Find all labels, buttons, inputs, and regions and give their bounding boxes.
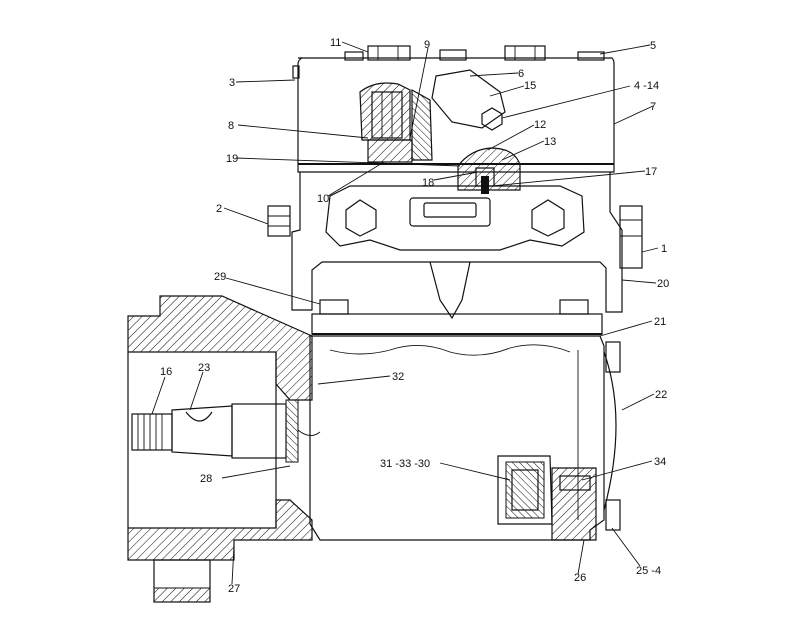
label-20: 20 [657,278,669,290]
label-16: 16 [160,366,172,378]
label-19: 19 [226,153,238,165]
label-3: 3 [229,77,235,89]
label-8: 8 [228,120,234,132]
label-6: 6 [518,68,524,80]
front-housing [127,295,313,603]
crankshaft-end [131,399,321,463]
label-1: 1 [661,243,667,255]
label-2: 2 [216,203,222,215]
label-31-33-30: 31 -33 -30 [380,458,430,470]
label-25-4: 25 -4 [636,565,661,577]
label-26: 26 [574,572,586,584]
label-9: 9 [424,39,430,51]
label-27: 27 [228,583,240,595]
label-28: 28 [200,473,212,485]
part-labels: 11 9 5 3 6 15 4 -14 7 8 12 13 19 18 17 1… [160,37,669,595]
label-17: 17 [645,166,657,178]
label-23: 23 [198,362,210,374]
label-5: 5 [650,40,656,52]
cylinder-block [267,172,643,335]
label-29: 29 [214,271,226,283]
label-4-14: 4 -14 [634,80,659,92]
label-12: 12 [534,119,546,131]
crankcase [309,335,621,541]
label-10: 10 [317,193,329,205]
label-7: 7 [650,101,656,113]
label-18: 18 [422,177,434,189]
label-32: 32 [392,371,404,383]
label-11: 11 [330,37,341,49]
leader-lines [151,41,659,585]
label-13: 13 [544,136,556,148]
label-22: 22 [655,389,667,401]
cylinder-head [292,45,615,194]
label-34: 34 [654,456,666,468]
label-21: 21 [654,316,666,328]
label-15: 15 [524,80,536,92]
